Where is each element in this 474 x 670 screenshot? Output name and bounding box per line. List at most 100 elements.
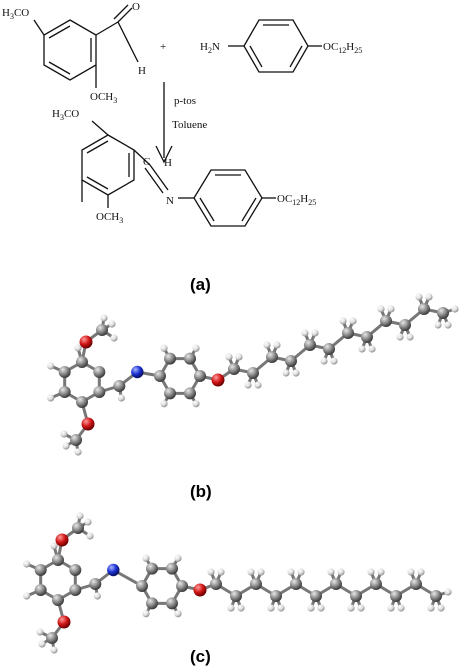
hydrogen-atom: [86, 532, 94, 540]
oxygen-atom: [55, 533, 69, 547]
hydrogen-atom: [301, 329, 309, 337]
hydrogen-atom: [142, 610, 150, 618]
hydrogen-atom: [110, 334, 118, 342]
hydrogen-atom: [358, 345, 366, 353]
carbon-atom: [184, 387, 196, 400]
carbon-atom: [58, 386, 71, 398]
hydrogen-atom: [160, 400, 168, 408]
hydrogen-atom: [320, 357, 328, 365]
oxygen-atom: [57, 615, 71, 629]
hydrogen-atom: [349, 317, 357, 325]
carbon-atom: [270, 590, 282, 602]
carbon-atom: [93, 366, 106, 378]
hydrogen-atom: [444, 321, 452, 329]
carbon-atom: [34, 584, 47, 596]
hydrogen-atom: [192, 344, 200, 352]
hydrogen-atom: [74, 344, 82, 352]
oxygen-atom: [193, 583, 207, 597]
carbon-atom: [250, 578, 262, 590]
reactant1-benzene-ring: [43, 19, 97, 81]
reactant2-benzene-ring: [243, 19, 309, 73]
carbon-atom: [76, 396, 88, 408]
hydrogen-atom: [257, 568, 265, 576]
reaction-arrow: [155, 82, 173, 164]
hydrogen-atom: [47, 362, 55, 370]
amine-group: H2N: [200, 41, 220, 55]
imine-carbon: C: [143, 156, 150, 168]
plus-sign: +: [160, 41, 166, 53]
carbon-atom: [93, 386, 106, 398]
hydrogen-atom: [337, 568, 345, 576]
oxygen-atom: [79, 335, 93, 349]
carbon-atom: [310, 590, 322, 602]
hydrogen-atom: [207, 568, 215, 576]
hydrogen-atom: [263, 341, 271, 349]
carbon-atom: [247, 367, 259, 379]
hydrogen-atom: [174, 554, 182, 562]
carbon-atom: [210, 578, 222, 590]
carbon-atom: [69, 564, 82, 576]
carbon-atom: [350, 590, 362, 602]
hydrogen-atom: [377, 305, 385, 313]
hydrogen-atom: [244, 381, 252, 389]
carbon-atom: [266, 351, 278, 363]
hydrogen-atom: [434, 321, 442, 329]
carbon-atom: [72, 522, 84, 534]
hydrogen-atom: [307, 604, 315, 612]
carbon-atom: [34, 564, 47, 576]
carbon-atom: [146, 562, 158, 575]
hydrogen-atom: [292, 369, 300, 377]
hydrogen-atom: [142, 554, 150, 562]
hydrogen-atom: [160, 344, 168, 352]
hydrogen-atom: [254, 381, 262, 389]
panel-label-b: (b): [190, 482, 212, 501]
hydrogen-atom: [282, 369, 290, 377]
hydrogen-atom: [387, 305, 395, 313]
hydrogen-atom: [62, 442, 70, 450]
catalyst-label: p-tos: [174, 95, 196, 107]
reactant2-alkoxy-chain: OC12H25: [323, 41, 362, 55]
hydrogen-atom: [451, 305, 459, 313]
hydrogen-atom: [273, 341, 281, 349]
carbon-atom: [430, 590, 442, 602]
hydrogen-atom: [377, 568, 385, 576]
hydrogen-atom: [347, 604, 355, 612]
carbon-atom: [437, 307, 449, 319]
carbon-atom: [418, 303, 430, 315]
hydrogen-atom: [192, 400, 200, 408]
hydrogen-atom: [339, 317, 347, 325]
product-methoxy-top: H3CO: [52, 108, 79, 122]
carbon-atom: [323, 343, 335, 355]
carbon-atom: [70, 434, 82, 446]
nitrogen-atom: [131, 365, 144, 379]
hydrogen-atom: [317, 604, 325, 612]
hydrogen-atom: [108, 320, 116, 328]
carbon-atom: [146, 597, 158, 610]
hydrogen-atom: [425, 293, 433, 301]
hydrogen-atom: [287, 568, 295, 576]
hydrogen-atom: [235, 353, 243, 361]
imine-nitrogen: N: [166, 195, 174, 207]
hydrogen-atom: [297, 568, 305, 576]
aldehyde-hydrogen: H: [138, 65, 146, 77]
molecule-model-b: [47, 293, 459, 456]
hydrogen-atom: [437, 604, 445, 612]
hydrogen-atom: [327, 568, 335, 576]
oxygen-atom: [211, 373, 225, 387]
hydrogen-atom: [50, 542, 58, 550]
carbon-atom: [228, 363, 240, 375]
hydrogen-atom: [311, 329, 319, 337]
solvent-label: Toluene: [172, 119, 207, 131]
reaction-scheme: H3CO O H OCH3 + H2N OC12H25: [2, 1, 362, 227]
carbon-atom: [52, 594, 64, 606]
carbon-atom: [230, 590, 242, 602]
reactant1-methoxy-bottom: OCH3: [90, 91, 117, 105]
hydrogen-atom: [277, 604, 285, 612]
carbon-atom: [52, 554, 64, 566]
carbon-atom: [113, 380, 126, 392]
hydrogen-atom: [100, 314, 108, 322]
hydrogen-atom: [174, 610, 182, 618]
imine-hydrogen: H: [164, 157, 172, 169]
carbon-atom: [96, 324, 108, 336]
